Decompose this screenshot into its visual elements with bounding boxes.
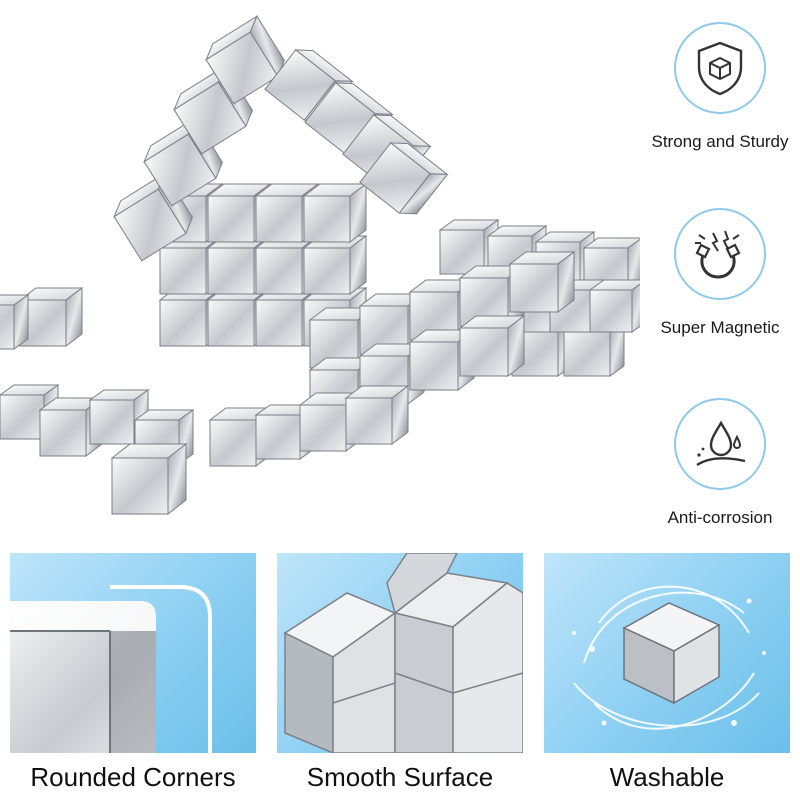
- water-drop-icon: [696, 420, 746, 467]
- shield-cube-icon: [697, 41, 743, 96]
- magnet-cube: [408, 279, 476, 341]
- magnet-cube: [110, 442, 188, 516]
- magnet-cube-house-illustration: [0, 15, 640, 516]
- magnet-cube: [143, 117, 223, 207]
- magnet-cube: [0, 294, 30, 350]
- feature-label: Super Magnetic: [660, 318, 780, 337]
- caption-rounded-corners: Rounded Corners: [30, 762, 236, 792]
- washable-cube-splash-image: [572, 585, 766, 730]
- magnet-cube: [302, 183, 368, 243]
- magnet-cube: [205, 15, 285, 105]
- feature-label: Strong and Sturdy: [651, 132, 789, 151]
- feature-icon-circle: [674, 22, 766, 114]
- panel-rounded-corners: [10, 553, 256, 753]
- feature-icon-circle: [674, 398, 766, 490]
- magnet-cube: [508, 251, 576, 313]
- caption-washable: Washable: [609, 762, 725, 792]
- hero-magnet-cubes-image: [0, 15, 640, 516]
- smooth-surface-closeup-image: [283, 553, 523, 753]
- magnet-cube: [588, 279, 640, 333]
- feature-label: Anti-corrosion: [667, 508, 773, 527]
- panel-washable: [544, 553, 790, 753]
- magnet-cube: [18, 287, 84, 347]
- magnet-cube: [458, 315, 526, 377]
- feature-strong-sturdy: Strong and Sturdy: [640, 22, 800, 152]
- panel-smooth-surface: [277, 553, 523, 753]
- magnet-cube: [359, 142, 449, 215]
- caption-smooth-surface: Smooth Surface: [306, 762, 494, 792]
- horseshoe-magnet-icon: [695, 230, 741, 279]
- feature-super-magnetic: Super Magnetic: [640, 208, 800, 338]
- feature-icon-circle: [674, 208, 766, 300]
- magnet-cube: [302, 235, 368, 295]
- magnet-cube: [344, 385, 410, 445]
- rounded-corner-closeup-image: [10, 585, 212, 753]
- feature-anti-corrosion: Anti-corrosion: [640, 398, 800, 528]
